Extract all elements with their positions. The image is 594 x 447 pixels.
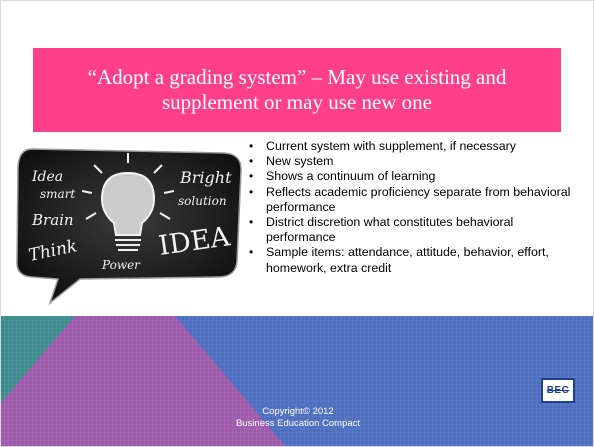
lightbulb-icon: [81, 153, 175, 251]
title-banner: “Adopt a grading system” – May use exist…: [33, 48, 561, 132]
bullet-dot-icon: •: [249, 215, 254, 230]
bec-logo: BEC: [541, 378, 575, 403]
bullet-list: •Current system with supplement, if nece…: [246, 139, 586, 276]
word-smart: smart: [40, 187, 75, 201]
bullet-item: •New system: [249, 154, 334, 169]
word-idea-small: Idea: [31, 169, 63, 185]
word-bright: Bright: [179, 168, 232, 187]
slide-title: “Adopt a grading system” – May use exist…: [87, 65, 507, 114]
bullet-item: •Sample items: attendance, attitude, beh…: [249, 245, 549, 275]
idea-lightbulb-illustration: Idea smart Brain Think Power Bright solu…: [16, 148, 242, 306]
footer-band: [0, 316, 594, 447]
word-brain: Brain: [31, 211, 74, 229]
chalk-words: Idea smart Brain Think Power Bright solu…: [27, 168, 232, 272]
footer-background: [0, 316, 594, 447]
copyright-text: Copyright© 2012 Business Education Compa…: [178, 406, 418, 430]
bullet-item: •Current system with supplement, if nece…: [249, 139, 516, 153]
bullet-dot-icon: •: [249, 139, 254, 153]
word-solution: solution: [178, 194, 227, 208]
word-power: Power: [101, 258, 141, 272]
bullet-dot-icon: •: [249, 169, 254, 184]
bullet-dot-icon: •: [249, 184, 254, 199]
bullet-item: •Reflects academic proficiency separate …: [249, 184, 571, 214]
bullet-dot-icon: •: [249, 154, 254, 169]
organization-name: Business Education Compact: [235, 418, 361, 429]
bullet-item: •District discretion what constitutes be…: [249, 215, 514, 245]
copyright-line: Copyright© 2012: [262, 406, 334, 417]
logo-text: BEC: [546, 385, 570, 396]
bullet-item: •Shows a continuum of learning: [249, 169, 436, 184]
bullet-dot-icon: •: [249, 245, 254, 260]
